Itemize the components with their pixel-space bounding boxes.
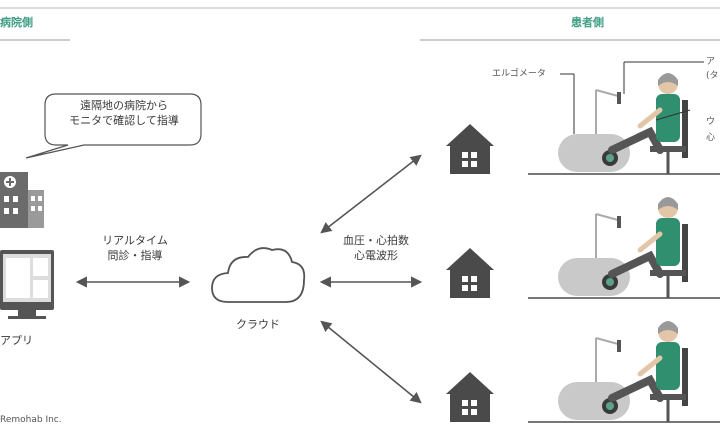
hospital-icon <box>0 172 44 228</box>
speech-bubble <box>25 93 202 159</box>
bubble-text: 遠隔地の病院から モニタで確認して指導 <box>58 99 190 129</box>
device-label-mid-1: ウ <box>706 117 716 127</box>
device-label-top-1: ア <box>706 57 716 67</box>
right-arrow-label-line-1: 血圧・心拍数 <box>343 234 409 247</box>
house-icon-3 <box>446 372 494 422</box>
device-label-mid-2: 心 <box>706 133 716 143</box>
arrow-to-house-3 <box>320 320 422 404</box>
arrow-to-house-1 <box>320 154 422 234</box>
ergometer-label: エルゴメータ <box>492 69 546 79</box>
house-icon-2 <box>446 248 494 298</box>
bubble-line-1: 遠隔地の病院から <box>80 99 168 112</box>
left-arrow-label-line-1: リアルタイム <box>102 234 168 247</box>
left-arrow-label-line-2: 問診・指導 <box>107 248 163 262</box>
copyright: Remohab Inc. <box>0 415 62 425</box>
app-label: アプリ <box>0 334 33 347</box>
right-arrow-label: 血圧・心拍数 心電波形 <box>332 234 420 264</box>
left-section-title: 病院側 <box>0 16 33 29</box>
right-arrow-label-line-2: 心電波形 <box>354 248 398 262</box>
left-arrow-label: リアルタイム 問診・指導 <box>85 234 185 264</box>
device-label-top-2: (タ <box>706 71 719 81</box>
patient-scene-2 <box>528 197 720 299</box>
patient-scene-1 <box>528 61 720 175</box>
right-section-title: 患者側 <box>571 16 604 29</box>
bubble-line-2: モニタで確認して指導 <box>69 113 179 127</box>
patient-scene-3 <box>528 321 720 423</box>
house-icon-1 <box>446 124 494 174</box>
cloud-icon <box>211 247 306 303</box>
monitor-icon <box>0 250 54 319</box>
cloud-label: クラウド <box>236 318 280 331</box>
